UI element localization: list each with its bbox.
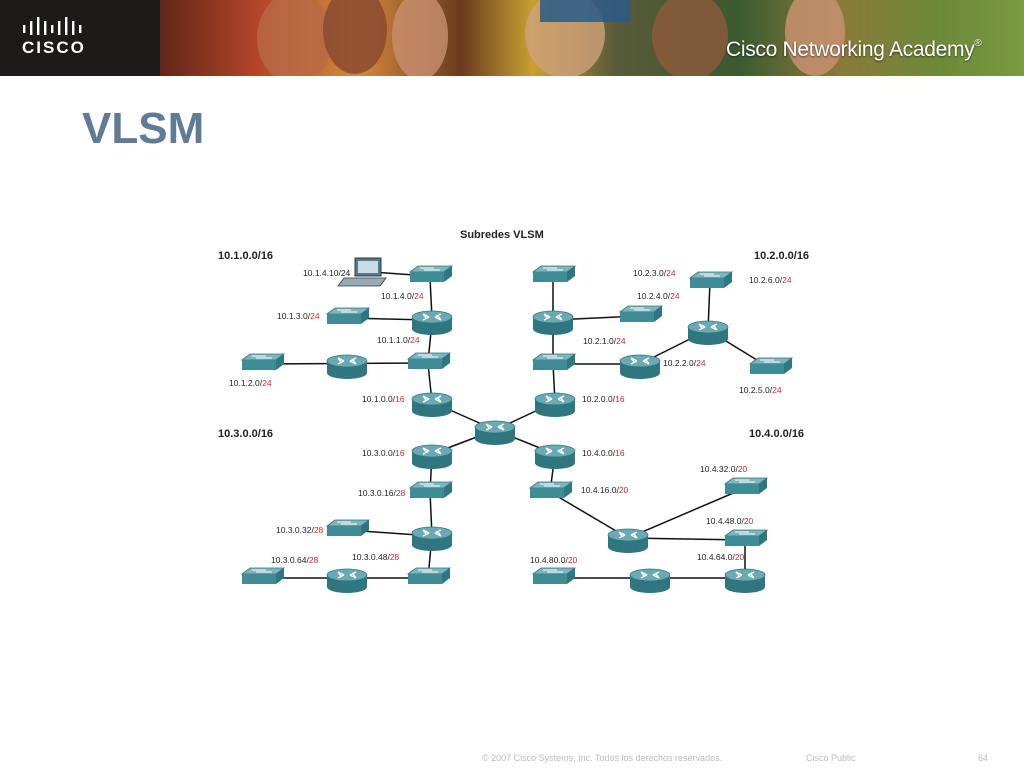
academy-title: Cisco Networking Academy®: [726, 38, 982, 62]
switch-icon: [532, 353, 576, 371]
subnet-label: 10.2.5.0/24: [739, 385, 782, 395]
subnet-label: 10.1.1.0/24: [377, 335, 420, 345]
subnet-label: 10.3.0.48/28: [352, 552, 400, 562]
router-icon: [532, 310, 574, 336]
trademark-symbol: ®: [974, 38, 982, 49]
router-icon: [411, 310, 453, 336]
region-label: 10.1.0.0/16: [218, 250, 273, 262]
switch-icon: [241, 567, 285, 585]
switch-icon: [724, 477, 768, 495]
switch-icon: [619, 305, 663, 323]
region-label: 10.2.0.0/16: [754, 250, 809, 262]
router-icon: [411, 444, 453, 470]
subnet-label: 10.1.2.0/24: [229, 378, 272, 388]
subnet-label: 10.4.16.0/20: [581, 485, 629, 495]
diagram-title: Subredes VLSM: [460, 229, 544, 241]
switch-icon: [749, 357, 793, 375]
subnet-label: 10.2.0.0/16: [582, 394, 625, 404]
switch-icon: [407, 567, 451, 585]
switch-icon: [724, 529, 768, 547]
region-label: 10.4.0.0/16: [749, 428, 804, 440]
switch-icon: [326, 519, 370, 537]
router-icon: [534, 392, 576, 418]
router-icon: [411, 392, 453, 418]
router-icon: [326, 354, 368, 380]
subnet-label: 10.2.4.0/24: [637, 291, 680, 301]
switch-icon: [326, 307, 370, 325]
cisco-bridge-icon: [23, 17, 82, 35]
router-icon: [687, 320, 729, 346]
footer-copyright: © 2007 Cisco Systems, Inc. Todos los der…: [482, 753, 723, 763]
switch-icon: [689, 271, 733, 289]
banner-photo-strip: [0, 0, 1024, 76]
subnet-label: 10.2.6.0/24: [749, 275, 792, 285]
subnet-label: 10.4.48.0/20: [706, 516, 754, 526]
router-icon: [326, 568, 368, 594]
footer-page-number: 64: [978, 753, 989, 763]
subnet-label: 10.1.4.10/24: [303, 268, 351, 278]
subnet-label: 10.4.0.0/16: [582, 448, 625, 458]
subnet-label: 10.3.0.64/28: [271, 555, 319, 565]
vlsm-network-diagram: Subredes VLSM 10.1.0.0/16 10.2.0.0/16 10…: [218, 229, 809, 594]
switch-icon: [529, 481, 573, 499]
subnet-label: 10.2.3.0/24: [633, 268, 676, 278]
subnet-label: 10.1.4.0/24: [381, 291, 424, 301]
subnet-label: 10.3.0.0/16: [362, 448, 405, 458]
subnet-label: 10.4.64.0/20: [697, 552, 745, 562]
switch-icon: [532, 567, 576, 585]
slide-title: VLSM: [82, 104, 205, 153]
subnet-label: 10.2.2.0/24: [663, 358, 706, 368]
subnet-label: 10.1.0.0/16: [362, 394, 405, 404]
router-icon: [619, 354, 661, 380]
subnet-label: 10.4.80.0/20: [530, 555, 578, 565]
router-icon: [724, 568, 766, 594]
pc-icon: [337, 257, 387, 287]
switch-icon: [409, 481, 453, 499]
router-icon: [629, 568, 671, 594]
subnet-label: 10.3.0.32/28: [276, 525, 324, 535]
router-icon: [607, 528, 649, 554]
footer-classification: Cisco Public: [806, 753, 856, 763]
router-icon: [474, 420, 516, 446]
router-icon: [411, 526, 453, 552]
switch-icon: [532, 265, 576, 283]
academy-title-text: Cisco Networking Academy: [726, 38, 975, 61]
cisco-logo-text: CISCO: [22, 38, 86, 57]
subnet-label: 10.4.32.0/20: [700, 464, 748, 474]
switch-icon: [407, 352, 451, 370]
switch-icon: [409, 265, 453, 283]
router-icon: [534, 444, 576, 470]
subnet-label: 10.2.1.0/24: [583, 336, 626, 346]
subnet-label: 10.3.0.16/28: [358, 488, 406, 498]
header-banner: CISCO Cisco Networking Academy®: [0, 0, 1024, 76]
subnet-label: 10.1.3.0/24: [277, 311, 320, 321]
switch-icon: [241, 353, 285, 371]
region-label: 10.3.0.0/16: [218, 428, 273, 440]
